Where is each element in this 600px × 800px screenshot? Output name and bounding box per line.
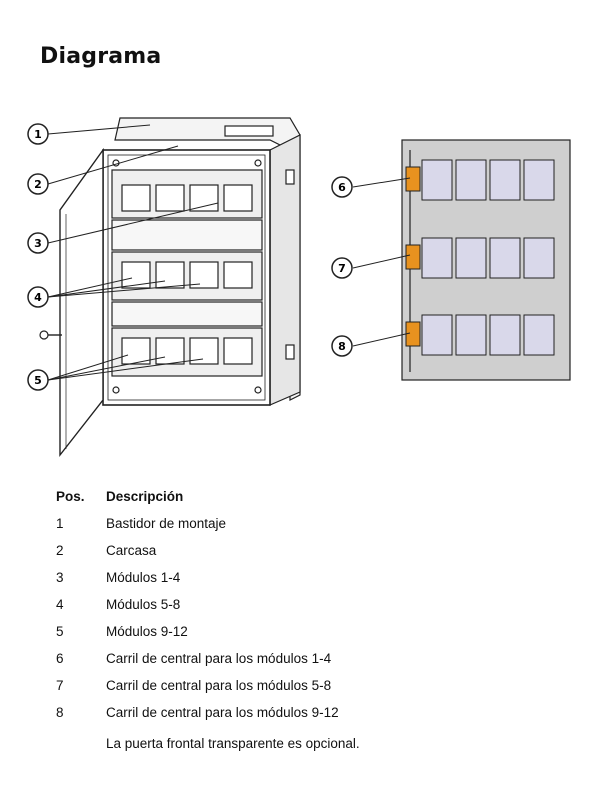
row-desc: Módulos 5-8 xyxy=(106,597,181,612)
row-desc: Carril de central para los módulos 1-4 xyxy=(106,651,332,666)
callout-8-label: 8 xyxy=(338,340,346,353)
table-row: 5 Módulos 9-12 xyxy=(56,618,506,645)
callout-2: 2 xyxy=(27,173,49,195)
row-desc: Carril de central para los módulos 9-12 xyxy=(106,705,339,720)
rail-panel-illustration xyxy=(352,139,571,381)
row-pos: 2 xyxy=(56,543,64,558)
callout-3-label: 3 xyxy=(34,237,42,250)
callout-markers: 1 2 3 4 5 6 7 8 xyxy=(27,123,353,391)
callout-1-label: 1 xyxy=(34,128,42,141)
callout-4-label: 4 xyxy=(34,291,42,304)
row-pos: 8 xyxy=(56,705,64,720)
row-pos: 6 xyxy=(56,651,64,666)
row-pos: 1 xyxy=(56,516,64,531)
row-desc: Módulos 1-4 xyxy=(106,570,181,585)
row-pos: 7 xyxy=(56,678,64,693)
table-row: 4 Módulos 5-8 xyxy=(56,591,506,618)
row-pos: 4 xyxy=(56,597,64,612)
table-row: 2 Carcasa xyxy=(56,537,506,564)
callout-4: 4 xyxy=(27,286,49,308)
footnote: La puerta frontal transparente es opcion… xyxy=(106,736,360,751)
row-pos: 5 xyxy=(56,624,64,639)
cabinet-illustration: 1 2 3 4 5 6 7 8 xyxy=(27,117,571,458)
legend-header-row: Pos. Descripción xyxy=(56,482,506,510)
callout-6-label: 6 xyxy=(338,181,346,194)
callout-5: 5 xyxy=(27,369,49,391)
callout-8: 8 xyxy=(331,335,353,357)
table-row: 8 Carril de central para los módulos 9-12 xyxy=(56,699,506,726)
table-row: 6 Carril de central para los módulos 1-4 xyxy=(56,645,506,672)
header-desc: Descripción xyxy=(106,488,184,504)
callout-2-label: 2 xyxy=(34,178,42,191)
table-row: 1 Bastidor de montaje xyxy=(56,510,506,537)
callout-3: 3 xyxy=(27,232,49,254)
row-desc: Carril de central para los módulos 5-8 xyxy=(106,678,332,693)
callout-5-label: 5 xyxy=(34,374,42,387)
row-pos: 3 xyxy=(56,570,64,585)
callout-7-label: 7 xyxy=(338,262,346,275)
row-desc: Carcasa xyxy=(106,543,157,558)
page-title: Diagrama xyxy=(40,44,162,69)
header-pos: Pos. xyxy=(56,488,85,504)
row-desc: Módulos 9-12 xyxy=(106,624,188,639)
table-row: 3 Módulos 1-4 xyxy=(56,564,506,591)
callout-1: 1 xyxy=(27,123,49,145)
callout-7: 7 xyxy=(331,257,353,279)
table-row: 7 Carril de central para los módulos 5-8 xyxy=(56,672,506,699)
row-desc: Bastidor de montaje xyxy=(106,516,227,531)
callout-6: 6 xyxy=(331,176,353,198)
